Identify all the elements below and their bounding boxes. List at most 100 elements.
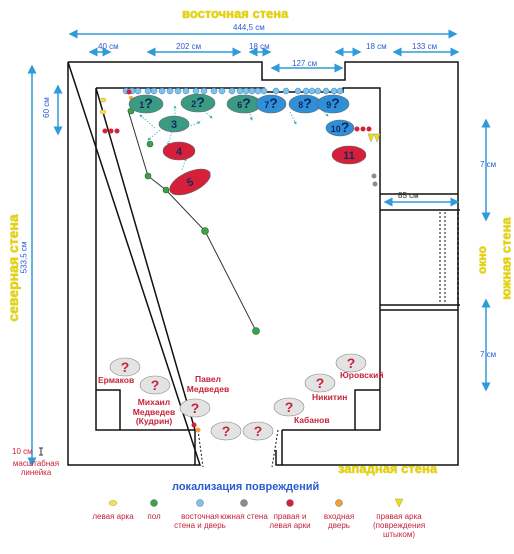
figure-shape [169,168,211,196]
unknown-position: ? [179,398,211,418]
east-wall-mark [308,87,316,95]
east-wall-mark [150,87,158,95]
figure-label: 2? [191,94,205,110]
dim-right-top: 7 см [480,160,497,169]
victim-pavel-medvedev: Павел Медведев [186,374,230,394]
east-wall-mark [166,87,174,95]
window-label: окно [475,246,489,274]
figure-label: 6? [237,95,251,111]
east-wall-mark [218,87,226,95]
east-wall-mark [200,87,208,95]
east-wall-mark [158,87,166,95]
dim-seg2: 202 см [176,42,202,51]
scale-value: 10 см [12,447,33,456]
corridor [380,209,460,306]
east-wall-marks [122,87,344,95]
figure: 11 [331,145,367,165]
figure-shape [316,94,350,114]
inner-wall [95,87,381,431]
left-arch-marks [99,89,133,134]
unknown-position: ? [273,397,305,417]
unknown-position: ? [139,375,171,395]
figure-label: 1? [139,95,153,111]
east-wall-mark [330,87,338,95]
figure: 2? [180,93,216,113]
figure-label: 10? [331,119,350,135]
figure-shape [162,141,196,161]
figure-label: 5 [185,176,196,189]
figure-label: 7? [264,95,278,111]
east-wall-mark [134,87,142,95]
legend-swatch [286,499,294,507]
dim-inner-85: 85 см [398,191,419,200]
door-right-dash [271,429,279,468]
legend-swatch [394,498,404,508]
unknown-mark: ? [151,377,160,393]
unknown-mark: ? [347,355,356,371]
west-wall-title: западная стена [338,461,438,476]
figure: 4 [162,141,196,161]
figure: 9? [316,94,350,114]
unknown-position: ? [242,421,274,441]
east-wall-mark [322,87,330,95]
unknown-positions: ???????? [109,353,367,441]
figure-shape [180,93,216,113]
unknown-mark: ? [191,400,200,416]
east-wall-mark [302,87,310,95]
east-wall-mark [228,87,236,95]
figure: 6? [226,94,262,114]
unknown-mark: ? [316,375,325,391]
dim-right-bottom: 7 см [480,350,497,359]
east-wall-mark [144,87,152,95]
figure: 1? [128,94,164,114]
figure-label: 8? [298,95,312,111]
east-wall-mark [282,87,290,95]
east-wall-mark [336,87,344,95]
figure-shape [128,94,164,114]
south-wall-title: южная стена [498,217,514,300]
unknown-position: ? [210,421,242,441]
legend-swatch [196,499,204,507]
legend-item-label: левая арка [92,512,134,521]
east-wall-mark [210,87,218,95]
scale-bar [39,447,43,456]
east-wall-title: восточная стена [182,6,289,21]
south-partition [380,193,458,311]
legend-swatch [240,499,248,507]
legend-title: локализация повреждений [172,481,320,493]
dim-seg4: 127 см [292,59,318,68]
east-wall-mark [248,87,256,95]
victim-mikhail-medvedev: Михаил Медведев (Кудрин) [132,397,176,426]
west-niche-right [354,389,380,430]
dim-seg1: 40 см [98,42,119,51]
east-wall-mark [174,87,182,95]
unknown-position: ? [109,357,141,377]
figure-label: 4 [176,146,183,158]
legend-item-label: пол [147,512,161,521]
dim-seg3: 18 см [249,42,270,51]
east-wall-mark [294,87,302,95]
east-wall-mark [272,87,280,95]
legend-swatch [150,499,158,507]
dim-left-60: 60 см [41,97,51,118]
unknown-mark: ? [285,399,294,415]
figure-label: 3 [171,119,177,131]
figure: 5 [169,168,211,196]
figure: 10? [325,119,355,137]
legend-swatch [108,500,118,506]
east-wall-mark [182,87,190,95]
victim-ermakov: Ермаков [98,375,135,385]
legend-item-label: южная стена [220,512,268,521]
figure-shape [325,119,355,137]
legend-swatch [335,499,343,507]
legend-item-label: входная дверь [323,512,355,530]
unknown-position: ? [304,373,336,393]
victim-nikitin: Никитин [312,392,348,402]
legend-item-label: восточная стена и дверь [174,512,226,530]
figure: 8? [288,94,322,114]
dim-total-top: 444,5 см [233,23,265,32]
unknown-position: ? [335,353,367,373]
right-arch-marks [191,126,381,433]
